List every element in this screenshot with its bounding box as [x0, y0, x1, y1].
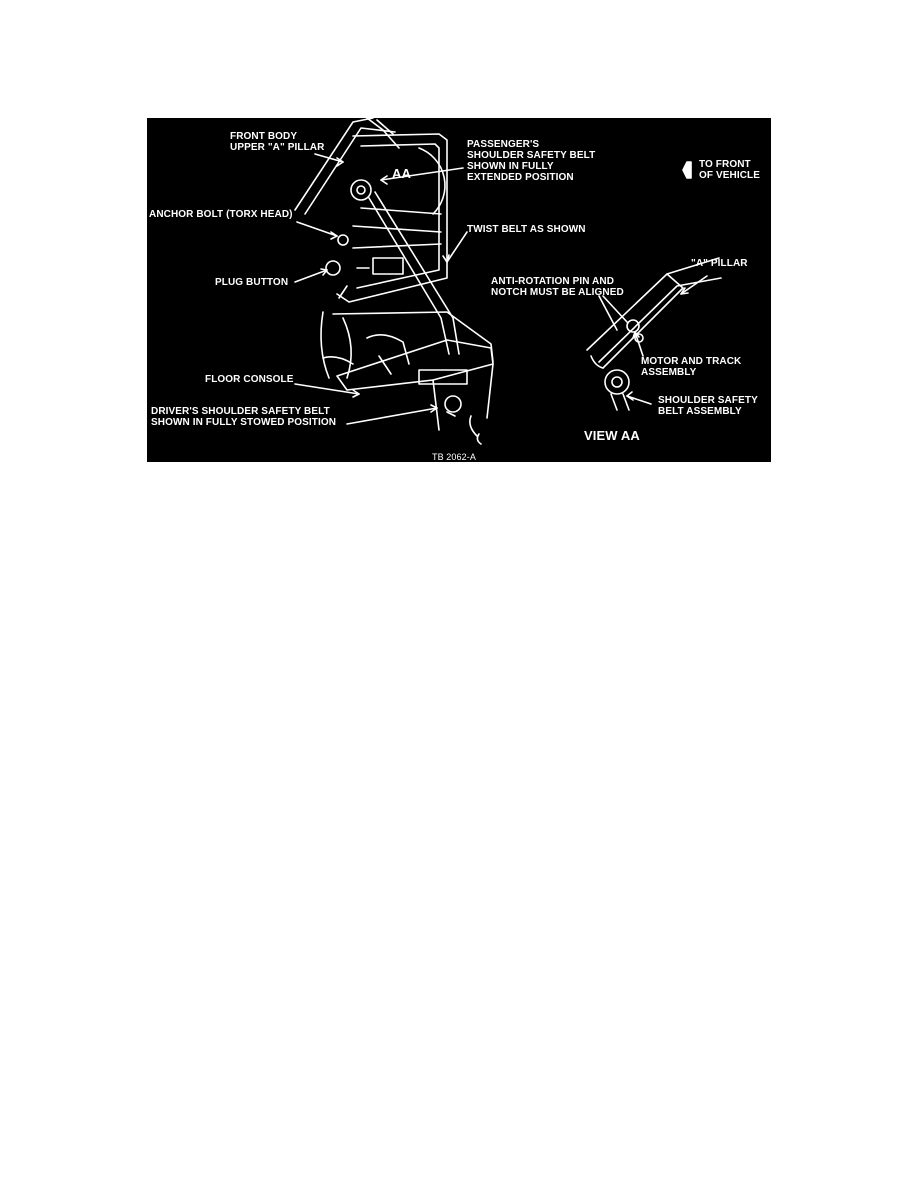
plug-button-mark: [325, 260, 341, 276]
label-a-pillar: "A" PILLAR: [691, 258, 748, 269]
leader-anti-rotation-1: [598, 295, 618, 331]
to-front-arrow-icon: [682, 161, 692, 179]
leader-driver-belt: [346, 407, 438, 425]
motor-assembly: [604, 369, 630, 395]
passenger-belt: [368, 197, 450, 355]
label-shoulder-assembly: SHOULDER SAFETY BELT ASSEMBLY: [658, 395, 758, 417]
label-driver-belt: DRIVER'S SHOULDER SAFETY BELT SHOWN IN F…: [151, 406, 337, 428]
label-view-aa: VIEW AA: [584, 428, 640, 443]
seat-belt-diagram: FRONT BODY UPPER "A" PILLAR PASSENGER'S …: [147, 118, 771, 462]
label-aa-marker: AA: [392, 166, 411, 181]
leader-plug: [294, 269, 328, 283]
label-front-body-pillar: FRONT BODY UPPER "A" PILLAR: [230, 131, 325, 153]
label-to-front: TO FRONT OF VEHICLE: [699, 159, 761, 181]
aa-callout-circle: [418, 147, 446, 215]
diagram-linework: [294, 118, 722, 445]
leader-shoulder-assembly: [626, 395, 652, 405]
leader-floor-console: [294, 383, 360, 395]
leader-anchor: [296, 221, 338, 237]
door-handle: [372, 257, 404, 275]
leader-passenger: [380, 167, 464, 181]
belt-retractor: [350, 179, 372, 201]
leader-twist: [446, 231, 468, 263]
door-frame: [336, 133, 448, 303]
label-floor-console: FLOOR CONSOLE: [205, 374, 294, 385]
figure-id: TB 2062-A: [432, 452, 476, 462]
leader-anti-rotation-2: [602, 295, 628, 323]
leader-front-body: [314, 153, 344, 163]
leader-motor: [634, 331, 644, 357]
label-anti-rotation: ANTI-ROTATION PIN AND NOTCH MUST BE ALIG…: [491, 276, 624, 298]
leader-a-pillar: [680, 275, 708, 295]
detail-pillar: [586, 273, 684, 369]
console-slot: [418, 369, 468, 385]
label-twist-belt: TWIST BELT AS SHOWN: [467, 224, 586, 235]
stowed-buckle: [444, 395, 462, 413]
a-pillar-outline: [294, 118, 374, 211]
label-anchor-bolt: ANCHOR BOLT (TORX HEAD): [149, 209, 293, 220]
anchor-bolt-mark: [337, 234, 349, 246]
floor-console: [336, 339, 494, 391]
label-plug-button: PLUG BUTTON: [215, 277, 289, 288]
label-passenger-belt: PASSENGER'S SHOULDER SAFETY BELT SHOWN I…: [467, 139, 596, 183]
label-motor-track: MOTOR AND TRACK ASSEMBLY: [641, 356, 742, 378]
